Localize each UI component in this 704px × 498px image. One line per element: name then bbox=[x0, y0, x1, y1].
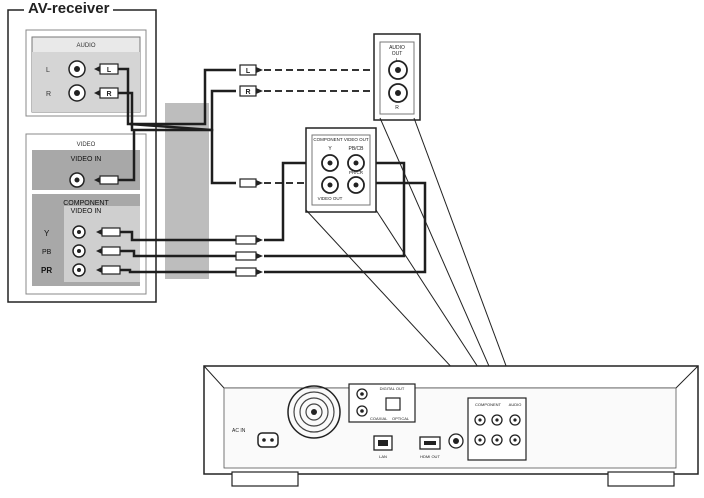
player-foot-left bbox=[231, 471, 299, 487]
audio-r-far-plug: R bbox=[239, 85, 263, 97]
component-out-pr-jack[interactable] bbox=[347, 176, 365, 194]
receiver-audio-panel: AUDIO L R L R bbox=[25, 29, 147, 117]
receiver-component-label-2: VIDEO IN bbox=[71, 208, 102, 215]
receiver-audio-l-label: L bbox=[46, 67, 50, 74]
coaxial-label: COAXIAL bbox=[370, 416, 388, 421]
ac-in-socket[interactable] bbox=[257, 432, 279, 448]
component-out-video-label: VIDEO OUT bbox=[318, 196, 343, 201]
lan-label: LAN bbox=[379, 454, 387, 459]
pr-far-plug bbox=[235, 267, 263, 277]
receiver-title: AV-receiver bbox=[24, 0, 114, 17]
receiver-audio-l-plug-label: L bbox=[107, 67, 112, 74]
player-component-label: COMPONENT bbox=[475, 402, 502, 407]
optical-label: OPTICAL bbox=[392, 416, 410, 421]
audio-r-cable bbox=[118, 89, 236, 132]
receiver-audio-r-jack[interactable] bbox=[68, 84, 86, 102]
receiver-video-panel: VIDEO VIDEO IN COMPONENT VIDEO IN Y PB P… bbox=[25, 133, 147, 295]
y-far-plug bbox=[235, 235, 263, 245]
receiver-audio-heading: AUDIO bbox=[76, 43, 95, 49]
component-out-y-label: Y bbox=[328, 146, 332, 152]
cable-bundle-shadow bbox=[165, 103, 209, 279]
pr-cable bbox=[120, 268, 236, 274]
component-out-pb-jack[interactable] bbox=[347, 154, 365, 172]
receiver-audio-l-jack[interactable] bbox=[68, 60, 86, 78]
player-audio-l-jack[interactable] bbox=[509, 414, 521, 426]
digital-out-label: DIGITAL OUT bbox=[380, 386, 405, 391]
video-far-plug bbox=[239, 178, 263, 188]
player-video-jack[interactable] bbox=[474, 434, 486, 446]
usb-ring-jack[interactable] bbox=[448, 433, 464, 449]
pr-link bbox=[264, 181, 427, 274]
component-out-pb-label: PB/CB bbox=[348, 146, 364, 152]
audio-out-l-jack[interactable] bbox=[388, 60, 408, 80]
y-cable bbox=[120, 230, 236, 242]
optical-port[interactable] bbox=[385, 397, 401, 411]
receiver-component-label-1: COMPONENT bbox=[63, 200, 109, 207]
player-pb-jack[interactable] bbox=[491, 414, 503, 426]
player-foot-right bbox=[607, 471, 675, 487]
optical-jack[interactable] bbox=[356, 405, 368, 417]
receiver-video-in-jack[interactable] bbox=[69, 172, 85, 188]
player-rear-panel: AC IN DIGITAL OUT COAXIAL OPTICAL LAN HD… bbox=[203, 365, 699, 487]
audio-out-title-1: AUDIO bbox=[389, 45, 405, 51]
receiver-pb-label: PB bbox=[42, 249, 52, 256]
player-audio-label: AUDIO bbox=[509, 402, 522, 407]
receiver-y-jack[interactable] bbox=[72, 225, 86, 239]
pb-cable bbox=[120, 249, 236, 258]
audio-l-cable bbox=[118, 67, 236, 126]
coaxial-jack[interactable] bbox=[356, 388, 368, 400]
audio-out-panel: AUDIO OUT L R bbox=[373, 33, 421, 121]
audio-l-far-plug-label: L bbox=[246, 68, 251, 75]
receiver-pb-jack[interactable] bbox=[72, 244, 86, 258]
video-cable-link bbox=[118, 130, 136, 182]
player-y-jack[interactable] bbox=[474, 414, 486, 426]
audio-out-r-jack[interactable] bbox=[388, 83, 408, 103]
player-pr-jack[interactable] bbox=[491, 434, 503, 446]
player-audio-r-jack[interactable] bbox=[509, 434, 521, 446]
receiver-cables bbox=[118, 67, 236, 274]
player-av-out-panel bbox=[467, 397, 527, 461]
component-out-video-jack[interactable] bbox=[321, 176, 339, 194]
receiver-audio-r-label: R bbox=[46, 91, 51, 98]
y-link bbox=[264, 161, 322, 242]
audio-out-r-label: R bbox=[395, 105, 399, 111]
receiver-y-label: Y bbox=[44, 229, 50, 238]
component-out-y-jack[interactable] bbox=[321, 154, 339, 172]
component-out-pr-label: PR/CR bbox=[349, 170, 364, 175]
component-out-panel: COMPONENT VIDEO OUT Y PB/CB VIDEO OUT PR… bbox=[305, 127, 377, 213]
pb-link bbox=[264, 161, 406, 258]
receiver-video-in-label: VIDEO IN bbox=[71, 156, 102, 163]
lan-port[interactable] bbox=[373, 435, 393, 451]
audio-r-far-plug-label: R bbox=[245, 89, 250, 96]
fan-grille bbox=[287, 385, 341, 439]
component-out-title: COMPONENT VIDEO OUT bbox=[313, 137, 368, 142]
component-links bbox=[264, 161, 427, 274]
receiver-pr-jack[interactable] bbox=[72, 263, 86, 277]
receiver-audio-r-plug-label: R bbox=[106, 91, 111, 98]
receiver-video-heading: VIDEO bbox=[77, 142, 96, 148]
video-cable bbox=[129, 122, 236, 185]
audio-out-title-2: OUT bbox=[392, 51, 403, 57]
audio-l-far-plug: L bbox=[239, 64, 263, 76]
hdmi-out-label: HDMI OUT bbox=[420, 454, 440, 459]
pb-far-plug bbox=[235, 251, 263, 261]
hdmi-port[interactable] bbox=[419, 436, 441, 450]
ac-in-label: AC IN bbox=[232, 428, 246, 434]
receiver-pr-label: PR bbox=[41, 266, 52, 275]
